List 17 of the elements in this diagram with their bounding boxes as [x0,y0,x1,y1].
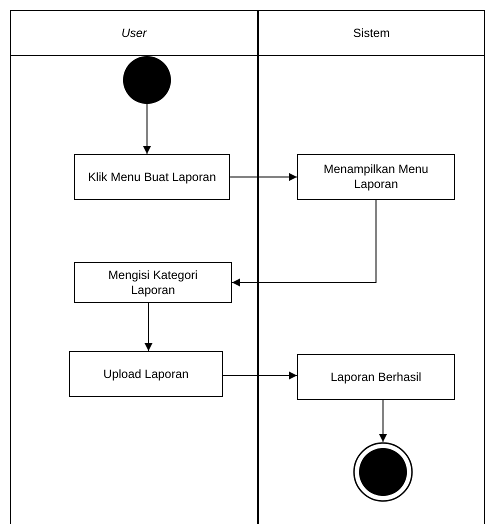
activity-box: Menampilkan Menu Laporan [297,154,455,200]
activity-box: Laporan Berhasil [297,354,455,400]
activity-box: Mengisi Kategori Laporan [74,262,232,303]
arrow [144,302,152,352]
swimlane [258,10,485,524]
swimlane [10,10,258,524]
arrow [379,400,387,442]
lane-title: Sistem [259,11,484,56]
start-circle [123,56,171,104]
arrow [232,200,376,286]
activity-box: Klik Menu Buat Laporan [74,154,230,200]
lane-title: User [11,11,257,56]
activity-box: Upload Laporan [69,351,223,397]
arrow [143,104,151,154]
arrow [222,372,298,380]
end-circle [353,442,413,502]
arrow [230,173,298,181]
